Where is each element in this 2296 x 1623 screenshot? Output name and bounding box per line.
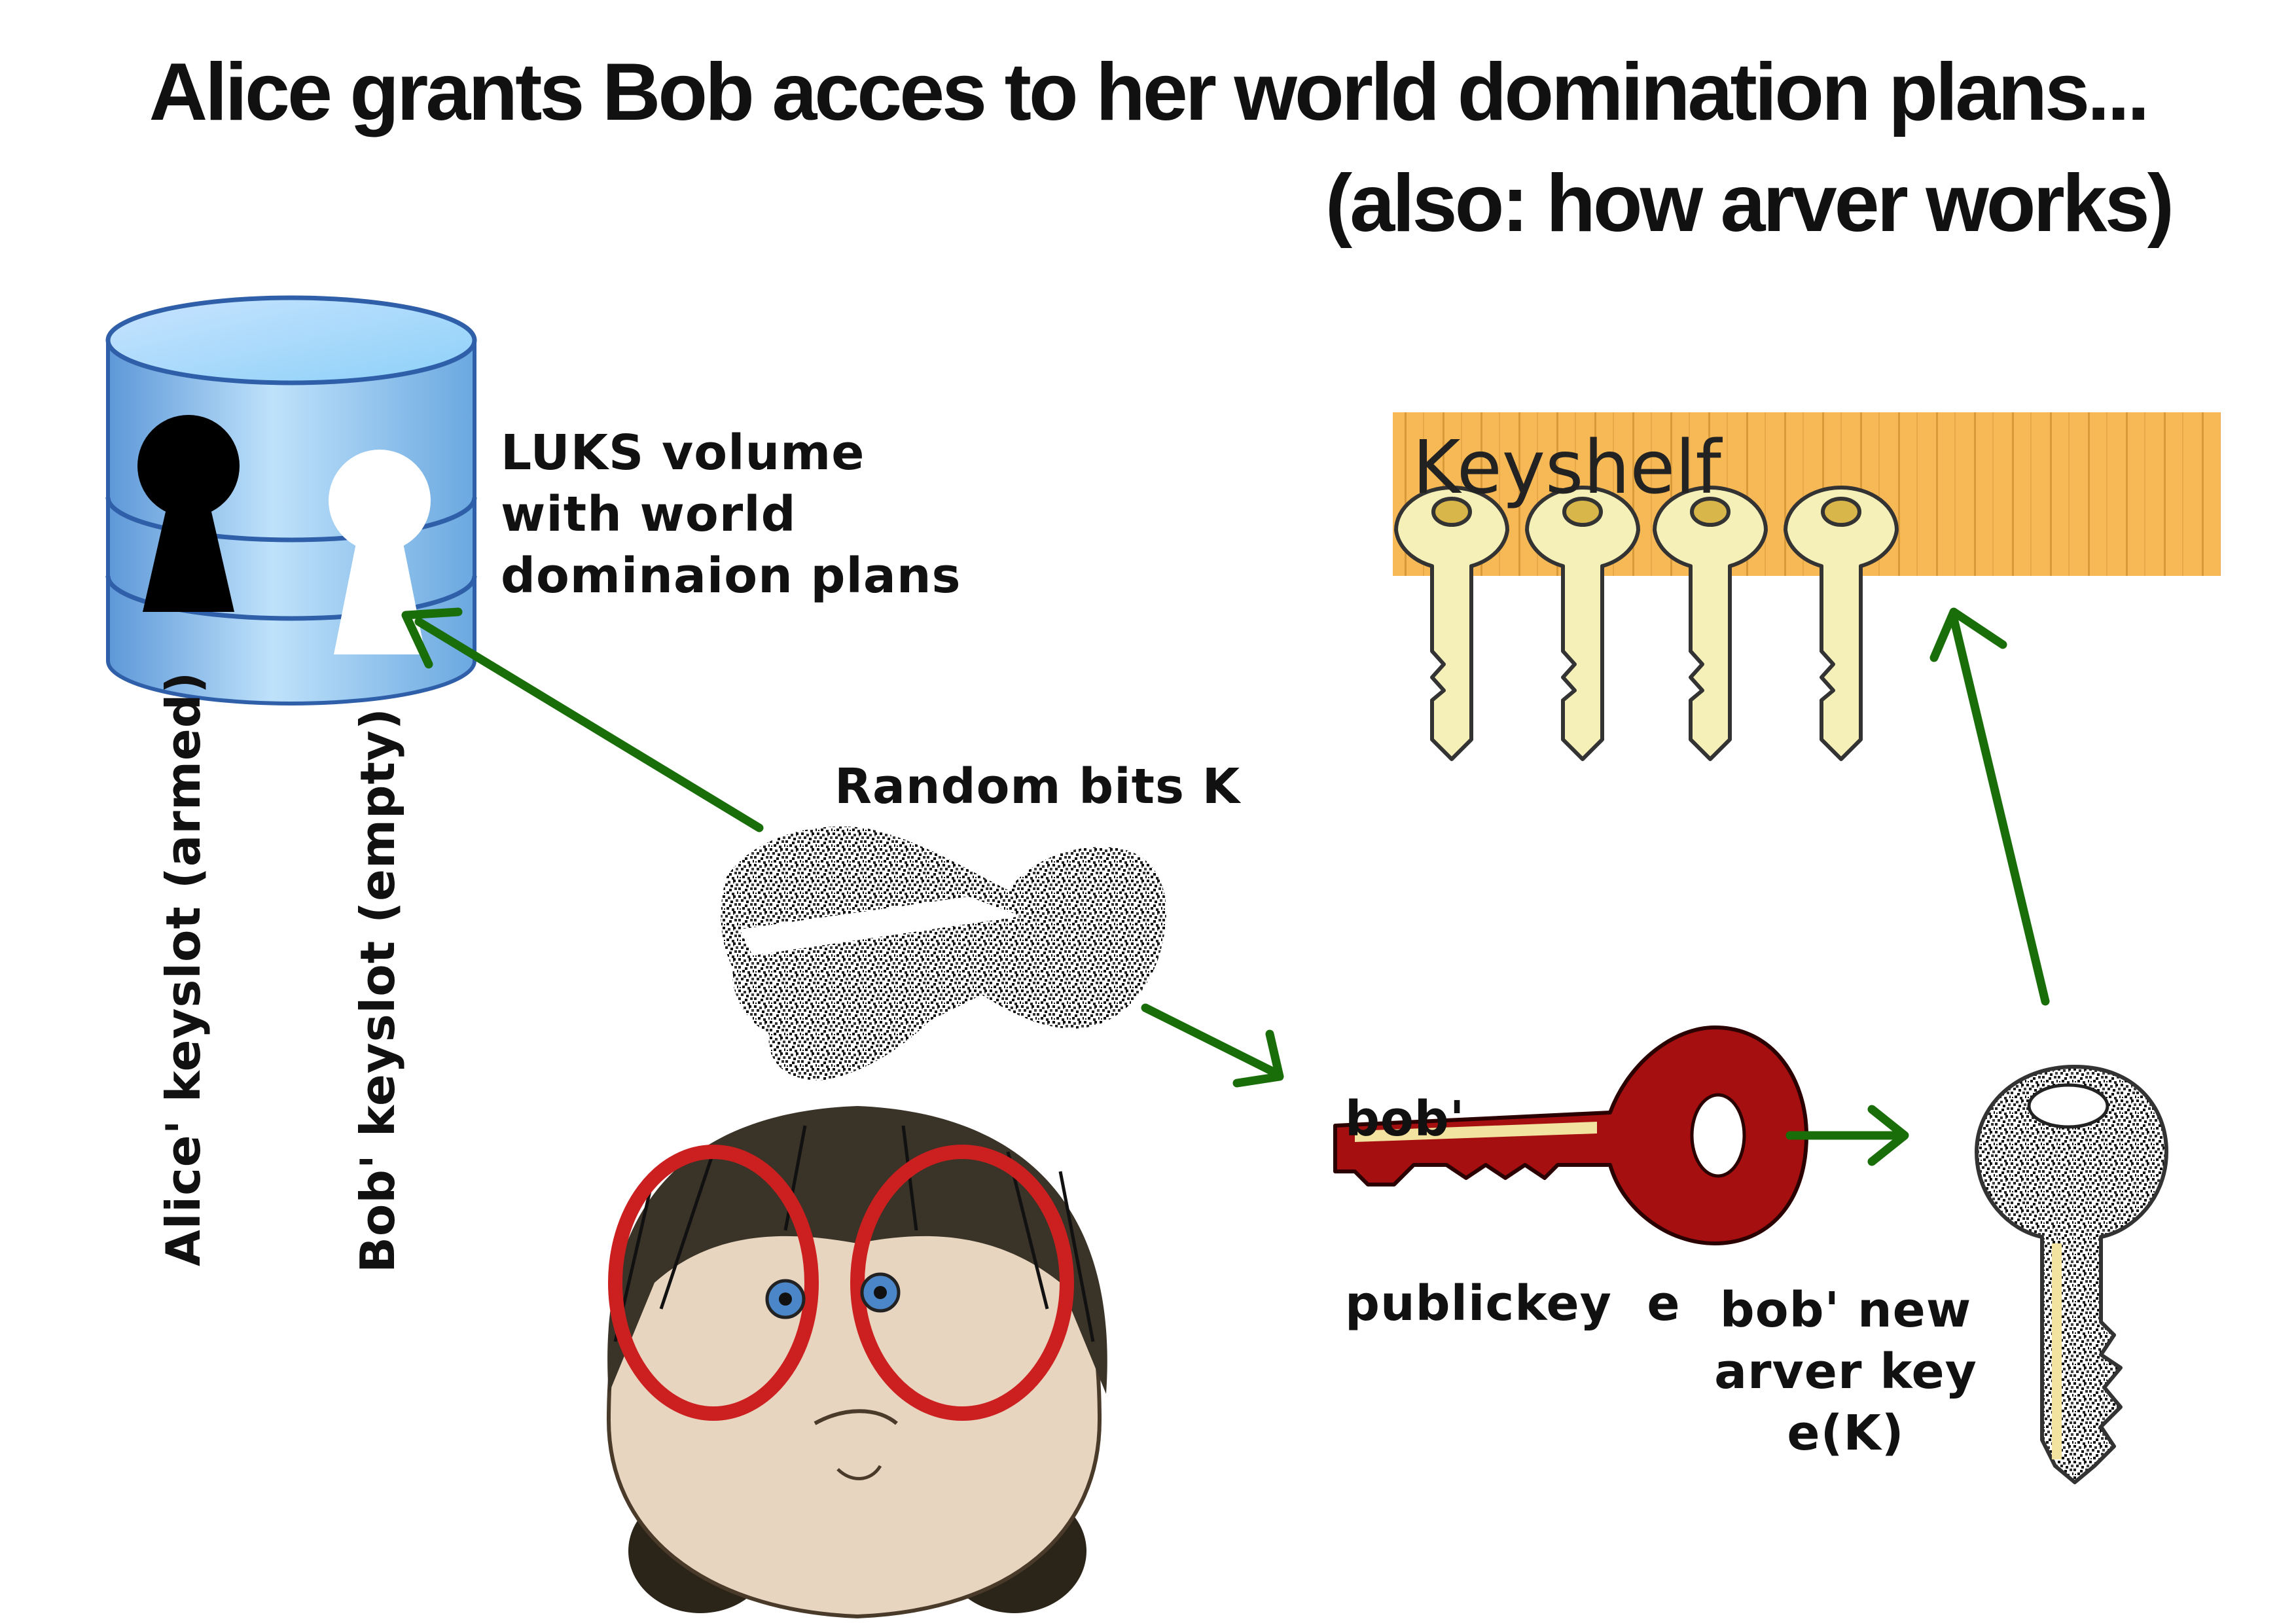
- keyhole-icon: [137, 415, 240, 612]
- bob-keyslot-label: Bob' keyslot (empty): [350, 707, 405, 1273]
- girl-illustration: [606, 1106, 1107, 1619]
- noise-blob: [721, 826, 1166, 1080]
- luks-line: LUKS volume: [501, 425, 865, 481]
- new-key-line: arver key: [1714, 1344, 1977, 1400]
- publickey-line: publickey e: [1345, 1275, 1681, 1332]
- bob-new-key-label: bob' new arver key e(K): [1702, 1279, 1990, 1464]
- bob-publickey-label: bob' publickey e: [1345, 965, 1681, 1396]
- alice-keyslot-label: Alice' keyslot (armed): [156, 671, 211, 1266]
- arrow: [1785, 1105, 1909, 1166]
- key-icon: [1394, 486, 1899, 761]
- keyhole-icon: [329, 450, 431, 654]
- random-bits-label: Random bits K: [834, 758, 1241, 815]
- new-key-line: e(K): [1787, 1405, 1905, 1461]
- page-title: Alice grants Bob acces to her world domi…: [149, 47, 2150, 137]
- arrow: [401, 607, 764, 832]
- page-subtitle: (also: how arver works): [1325, 158, 2174, 249]
- arrow: [1141, 1003, 1284, 1088]
- luks-line: with world: [501, 486, 797, 543]
- key-icon: [1975, 1065, 2168, 1484]
- keyshelf-label: Keyshelf: [1412, 425, 1721, 510]
- publickey-line: bob': [1345, 1091, 1465, 1147]
- arrow: [1929, 607, 2050, 1006]
- key-icon: [1333, 1026, 1808, 1245]
- luks-volume-label: LUKS volume with world dominaion plans: [501, 422, 961, 607]
- luks-line: dominaion plans: [501, 548, 961, 604]
- new-key-line: bob' new: [1719, 1282, 1972, 1338]
